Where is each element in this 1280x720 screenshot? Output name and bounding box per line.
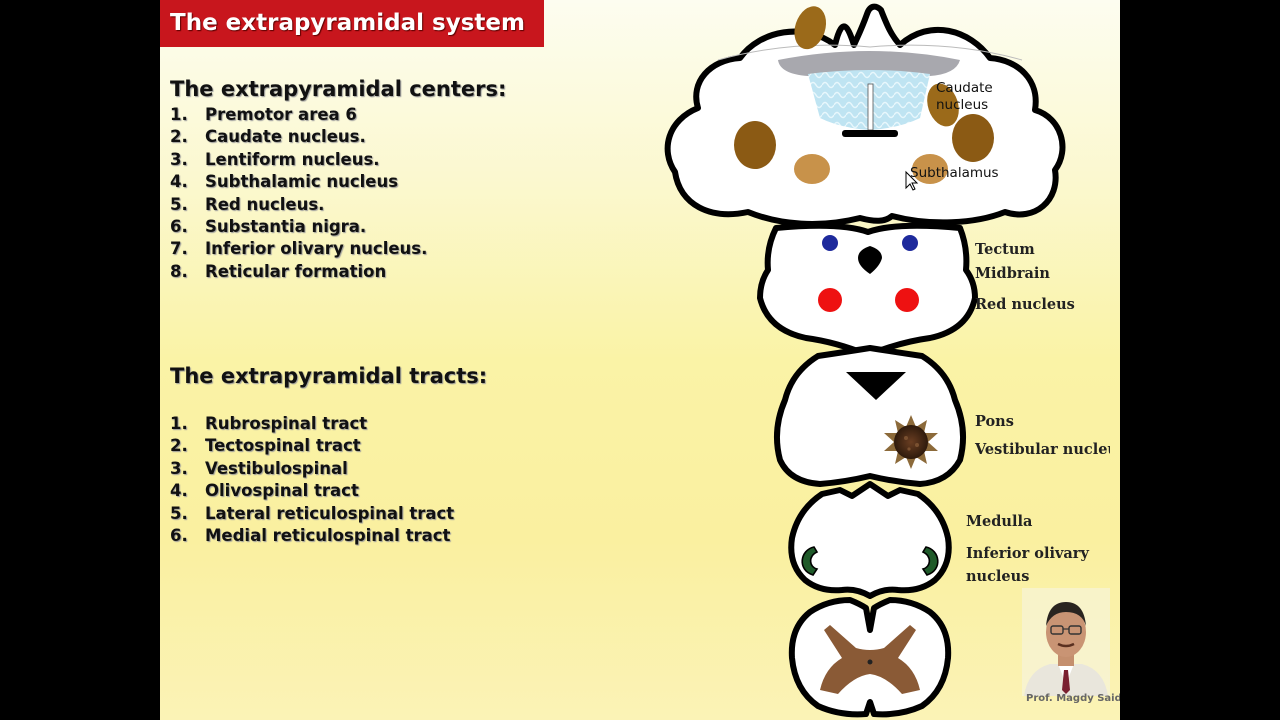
third-ventricle xyxy=(842,130,898,137)
list-item: 4.Olivospinal tract xyxy=(170,481,359,501)
label-tectum: Tectum xyxy=(975,241,1035,258)
list-item: 7.Inferior olivary nucleus. xyxy=(170,239,428,259)
subthalamus-right-shape xyxy=(912,154,948,184)
spinal-cord-section xyxy=(788,597,952,718)
label-inferior-olivary-1: Inferior olivary xyxy=(966,545,1089,562)
centers-heading: The extrapyramidal centers: xyxy=(170,77,507,101)
slide: The extrapyramidal system The extrapyram… xyxy=(160,0,1120,720)
list-item: 2.Tectospinal tract xyxy=(170,436,361,456)
list-item: 5.Lateral reticulospinal tract xyxy=(170,503,455,523)
medulla-outline xyxy=(788,481,952,599)
centers-list: 1.Premotor area 6 2.Caudate nucleus. 3.L… xyxy=(170,104,427,283)
midbrain-outline xyxy=(757,222,978,358)
list-item: 6.Substantia nigra. xyxy=(170,216,367,236)
corpus-callosum xyxy=(778,51,960,76)
lentiform-left-shape xyxy=(734,121,776,169)
red-nucleus-right-shape xyxy=(895,288,919,312)
label-vestibular-nucleus: Vestibular nucleus xyxy=(974,441,1110,458)
tracts-heading: The extrapyramidal tracts: xyxy=(170,364,488,388)
list-item: 5.Red nucleus. xyxy=(170,194,325,214)
label-pons: Pons xyxy=(975,413,1014,430)
subthalamus-left-shape xyxy=(794,154,830,184)
title-bar: The extrapyramidal system xyxy=(160,0,544,47)
inferior-olive-left-shape xyxy=(801,546,819,576)
midbrain-section xyxy=(757,222,978,358)
list-item: 8.Reticular formation xyxy=(170,261,387,281)
cerebrum-section xyxy=(664,3,1066,227)
caudate-left-shape xyxy=(927,83,959,127)
slide-title: The extrapyramidal system xyxy=(170,10,525,36)
label-midbrain: Midbrain xyxy=(975,265,1050,282)
pons-outline xyxy=(773,345,967,487)
list-item: 1.Premotor area 6 xyxy=(170,105,357,124)
presenter-credit: Prof. Magdy Said xyxy=(1026,693,1120,704)
label-red-nucleus: Red nucleus xyxy=(975,296,1075,313)
list-item: 6.Medial reticulospinal tract xyxy=(170,525,451,545)
list-item: 2.Caudate nucleus. xyxy=(170,127,366,147)
pons-section xyxy=(773,345,967,487)
red-nucleus-left-shape xyxy=(818,288,842,312)
label-subthalamus: Subthalamus xyxy=(910,165,999,181)
tectum-right-shape xyxy=(902,235,918,251)
tracts-list: 1.Rubrospinal tract 2.Tectospinal tract … xyxy=(170,413,454,547)
list-item: 3.Lentiform nucleus. xyxy=(170,149,380,169)
inferior-olive-right-shape xyxy=(921,546,939,576)
presenter-portrait xyxy=(1022,588,1110,696)
vestibular-nucleus-shape xyxy=(884,415,938,469)
medulla-section xyxy=(788,481,952,599)
label-inferior-olivary-2: nucleus xyxy=(966,568,1029,585)
list-item: 4.Subthalamic nucleus xyxy=(170,172,399,192)
cerebral-aqueduct xyxy=(858,246,882,274)
fourth-ventricle xyxy=(846,372,906,400)
tectum-left-shape xyxy=(822,235,838,251)
brainstem-diagram: Caudate nucleus Subthalamus Tectum Midbr… xyxy=(664,3,1110,718)
mouse-cursor-icon xyxy=(905,170,919,191)
central-canal xyxy=(867,659,873,665)
list-item: 3.Vestibulospinal xyxy=(170,458,348,478)
label-medulla: Medulla xyxy=(966,513,1033,530)
caudate-right-shape xyxy=(794,6,827,50)
label-caudate-2: nucleus xyxy=(936,97,988,113)
label-caudate-1: Caudate xyxy=(936,80,993,96)
lentiform-right-shape xyxy=(952,114,994,162)
list-item: 1.Rubrospinal tract xyxy=(170,414,368,433)
